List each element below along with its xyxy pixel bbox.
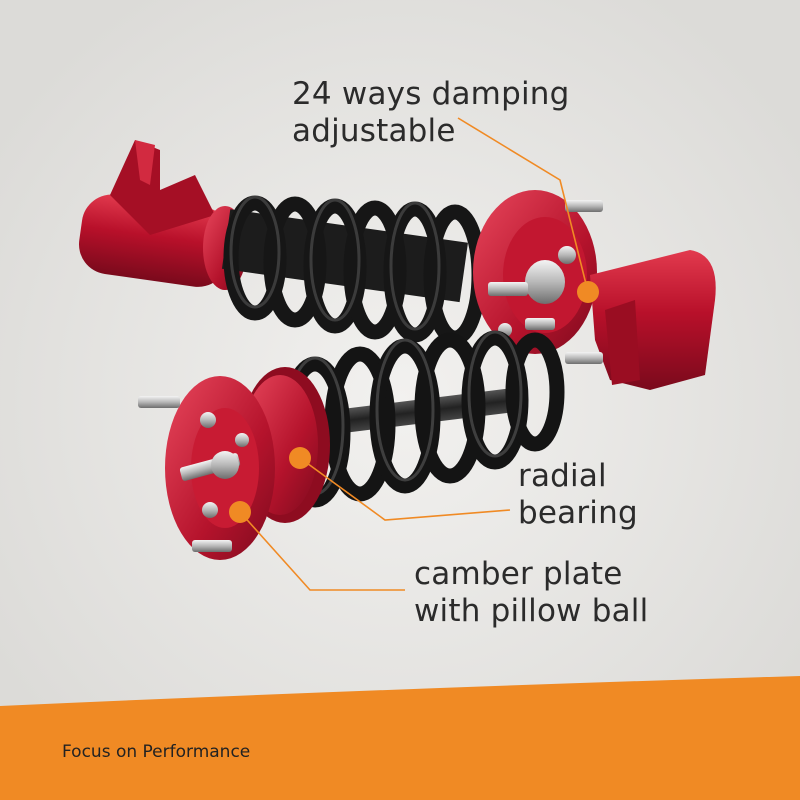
- callout-bearing-line2: bearing: [518, 495, 638, 531]
- callout-damping-line1: 24 ways damping: [292, 76, 570, 112]
- footer-tagline: Focus on Performance: [62, 742, 251, 762]
- callout-camber-label: camber plate with pillow ball: [414, 556, 648, 630]
- callout-camber-line1: camber plate: [414, 556, 623, 592]
- callout-camber-line2: with pillow ball: [414, 593, 649, 629]
- callout-dot-damping: [577, 281, 599, 303]
- callout-dot-camber: [229, 501, 251, 523]
- callout-damping-label: 24 ways damping adjustable: [292, 76, 570, 150]
- footer-band: [0, 676, 800, 800]
- callout-bearing-label: radial bearing: [518, 458, 638, 532]
- callout-bearing-line1: radial: [518, 458, 607, 494]
- callout-dot-bearing: [289, 447, 311, 469]
- callout-lines: [239, 117, 589, 591]
- callout-damping-line2: adjustable: [292, 113, 456, 149]
- upper-coilover: [78, 140, 716, 390]
